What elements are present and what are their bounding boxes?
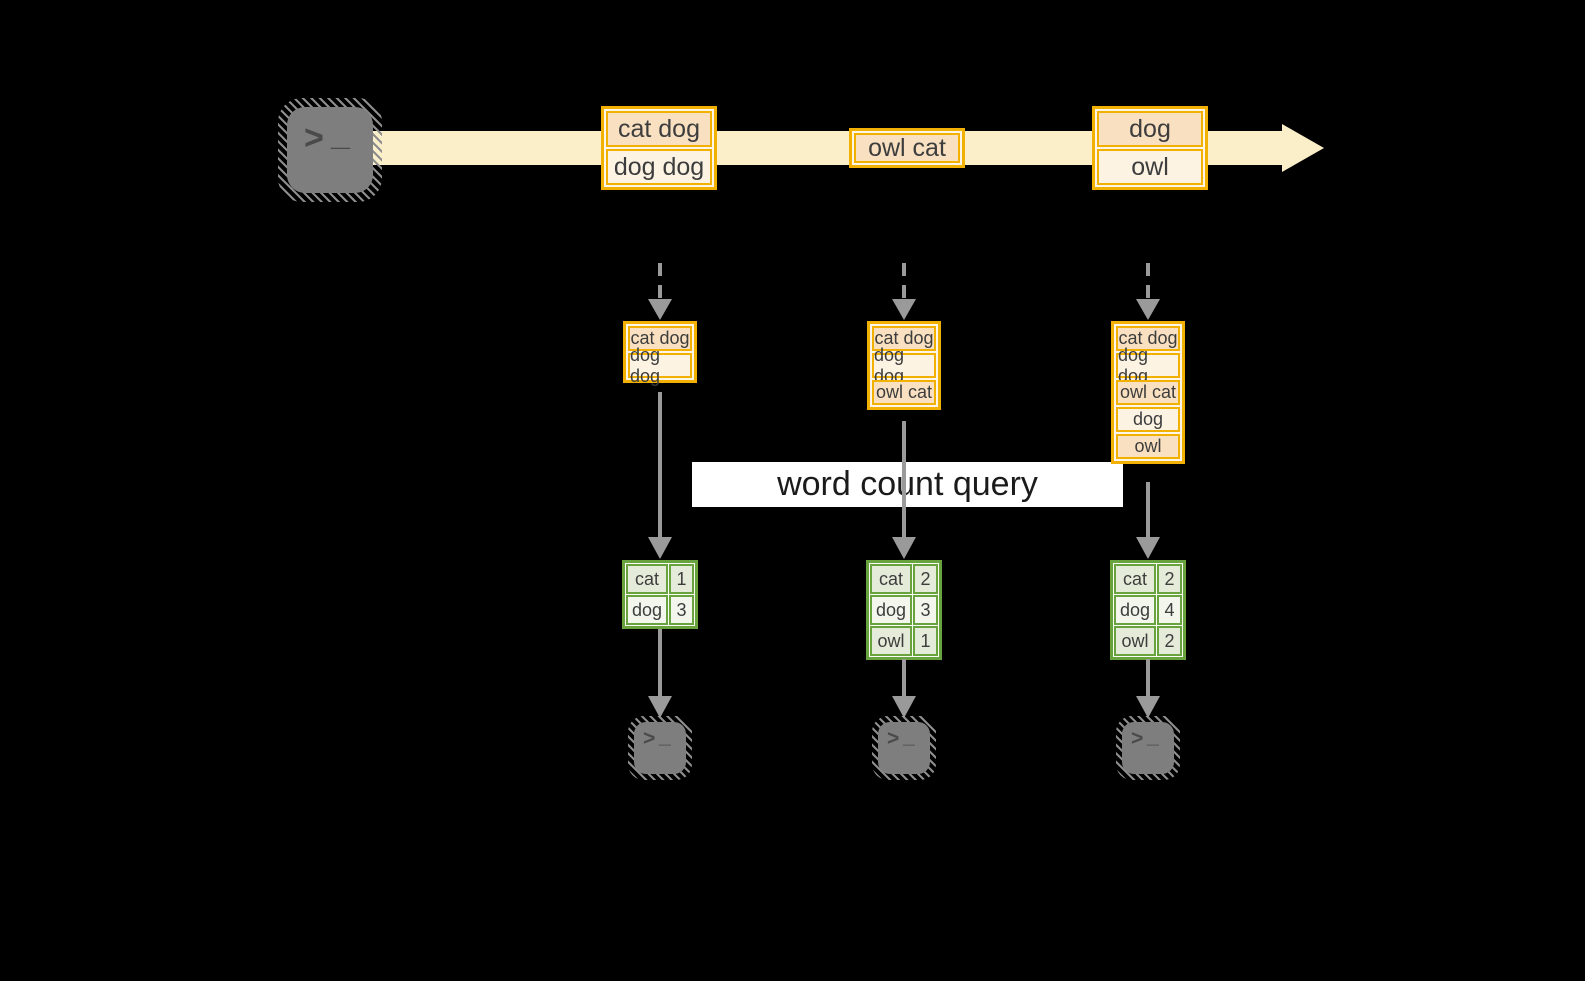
arrowhead-icon <box>648 537 672 559</box>
arrowhead-icon <box>1136 537 1160 559</box>
buffer-row: cat dog <box>628 326 692 351</box>
count-cell: 1 <box>913 626 938 656</box>
word-cell: cat <box>870 564 912 594</box>
word-cell: owl <box>870 626 912 656</box>
arrowhead-icon <box>1136 696 1160 718</box>
arrowhead-icon <box>892 537 916 559</box>
prompt-cursor-icon: _ <box>331 115 350 153</box>
stream-event-box: owl cat <box>849 128 965 168</box>
buffer-row: dog dog <box>628 345 692 386</box>
stream-event-row: owl <box>1097 149 1203 185</box>
arrowhead-icon <box>1136 299 1160 320</box>
prompt-cursor-icon: _ <box>1147 725 1159 748</box>
word-cell: dog <box>1114 595 1156 625</box>
count-cell: 2 <box>913 564 938 594</box>
word-cell: owl <box>1114 626 1156 656</box>
terminal-screen: > _ <box>634 722 686 774</box>
terminal-screen: > _ <box>287 107 373 193</box>
stream-event-row: dog <box>1097 111 1203 147</box>
consumer-terminal-icon: > _ <box>628 716 692 780</box>
buffer-row: dog <box>1116 407 1180 432</box>
buffer-row: dog dog <box>872 345 936 386</box>
buffer-row: owl cat <box>872 380 936 405</box>
prompt-chevron-icon: > <box>887 727 900 750</box>
count-cell: 2 <box>1157 564 1182 594</box>
stream-event-row: dog dog <box>606 149 712 185</box>
terminal-screen: > _ <box>878 722 930 774</box>
arrowhead-icon <box>892 299 916 320</box>
count-cell: 1 <box>669 564 694 594</box>
stream-event-row: owl cat <box>854 133 960 163</box>
word-cell: cat <box>1114 564 1156 594</box>
buffer-row: cat dog <box>1116 326 1180 351</box>
prompt-chevron-icon: > <box>304 119 324 157</box>
arrowhead-icon <box>648 299 672 320</box>
query-banner: word count query <box>692 462 1123 507</box>
prompt-cursor-icon: _ <box>903 725 915 748</box>
stream-arrowhead-icon <box>1282 124 1324 172</box>
query-banner-label: word count query <box>777 465 1038 503</box>
buffer-row: dog dog <box>1116 345 1180 386</box>
word-cell: dog <box>870 595 912 625</box>
prompt-chevron-icon: > <box>1131 727 1144 750</box>
consumer-terminal-icon: > _ <box>872 716 936 780</box>
buffer-row: owl <box>1116 434 1180 459</box>
prompt-chevron-icon: > <box>643 727 656 750</box>
prompt-cursor-icon: _ <box>659 725 671 748</box>
count-cell: 3 <box>913 595 938 625</box>
count-cell: 2 <box>1157 626 1182 656</box>
arrowhead-icon <box>648 696 672 718</box>
stream-event-row: cat dog <box>606 111 712 147</box>
word-cell: dog <box>626 595 668 625</box>
arrowhead-icon <box>892 696 916 718</box>
count-cell: 3 <box>669 595 694 625</box>
producer-terminal-icon: > _ <box>278 98 382 202</box>
count-cell: 4 <box>1157 595 1182 625</box>
buffer-row: cat dog <box>872 326 936 351</box>
terminal-screen: > _ <box>1122 722 1174 774</box>
consumer-terminal-icon: > _ <box>1116 716 1180 780</box>
buffer-row: owl cat <box>1116 380 1180 405</box>
word-cell: cat <box>626 564 668 594</box>
